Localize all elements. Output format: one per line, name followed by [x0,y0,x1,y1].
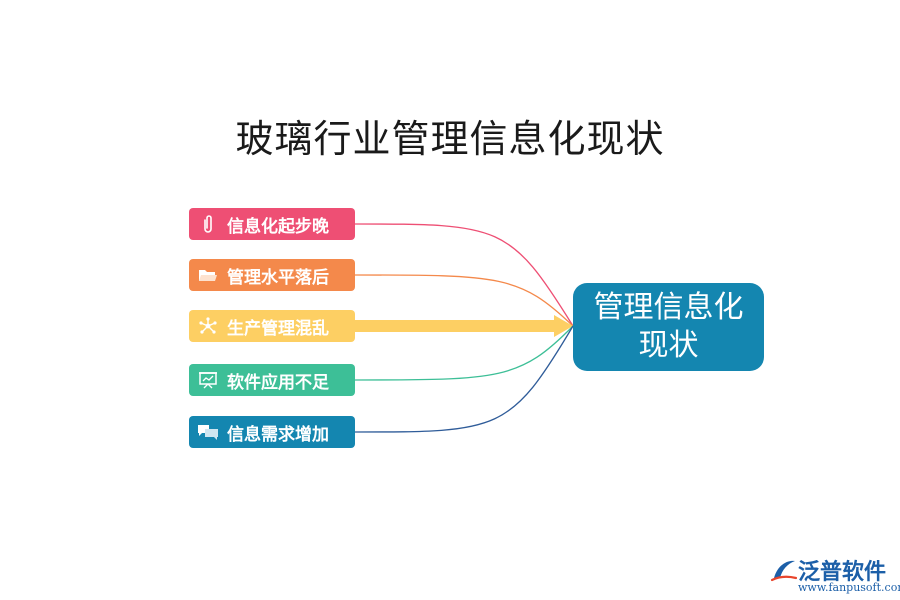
branch-label-1: 信息化起步晚 [227,216,329,237]
chat-icon [189,423,227,441]
branch-label-4: 软件应用不足 [227,372,329,393]
center-node: 管理信息化现状 [573,283,764,371]
branch-node-1: 信息化起步晚 [189,208,355,240]
branch-label-2: 管理水平落后 [227,267,329,288]
brand-logo: 泛普软件 www.fanpusoft.com [768,550,900,596]
folder-icon [189,267,227,283]
logo-brand-text: 泛普软件 [798,560,887,585]
arrow-head [554,315,573,337]
branch-label-5: 信息需求增加 [227,424,329,445]
paperclip-icon [189,214,227,234]
branch-node-2: 管理水平落后 [189,259,355,291]
branch-node-3: 生产管理混乱 [189,310,355,342]
branch-label-3: 生产管理混乱 [227,318,329,339]
connector-1 [354,223,574,327]
center-label: 管理信息化现状 [593,290,744,363]
branch-node-4: 软件应用不足 [189,364,355,396]
network-icon [189,316,227,336]
connector-5 [354,325,574,433]
connector-2 [354,274,574,327]
diagram-title: 玻璃行业管理信息化现状 [235,117,665,161]
logo-mark-icon [770,560,798,582]
logo-url-text: www.fanpusoft.com [798,581,900,594]
presentation-icon [189,371,227,389]
connector-4 [354,325,574,381]
branch-node-5: 信息需求增加 [189,416,355,448]
